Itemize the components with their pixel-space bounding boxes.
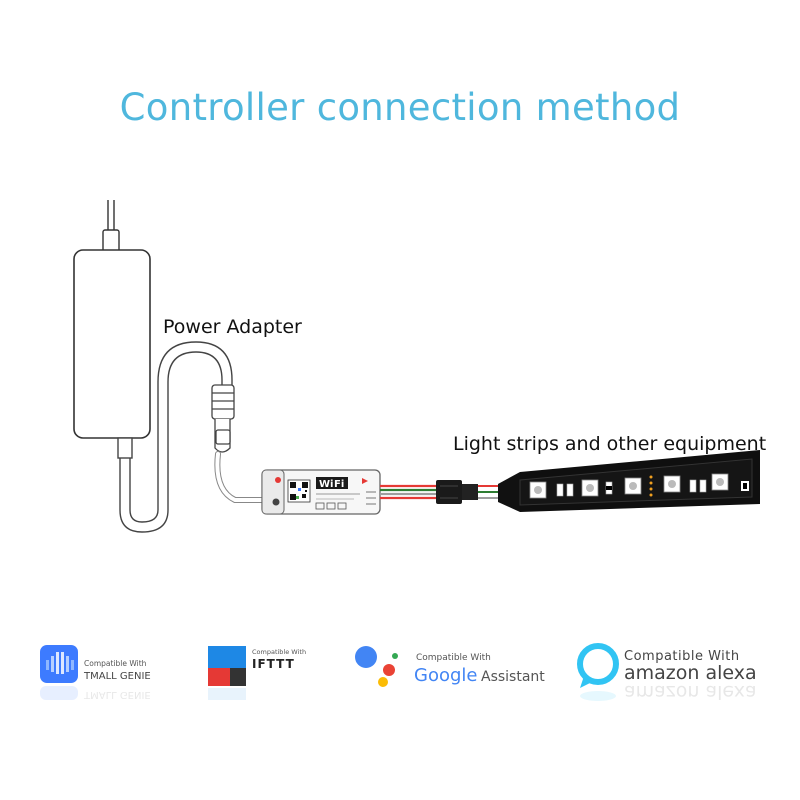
svg-text:IFTTT: IFTTT	[252, 657, 295, 671]
svg-text:Wi: Wi	[319, 479, 333, 490]
jst-connector	[436, 480, 500, 504]
dc-connector	[211, 384, 235, 453]
wifi-logo-icon	[316, 477, 348, 489]
light-strips-label: Light strips and other equipment	[453, 433, 767, 455]
output-wires	[380, 484, 438, 500]
qr-code-icon	[287, 479, 311, 503]
svg-text:TMALL GENIE: TMALL GENIE	[83, 689, 151, 700]
controller-button-icon	[272, 498, 280, 506]
google-assistant-icon	[355, 646, 398, 687]
svg-text:Compatible With: Compatible With	[624, 649, 740, 664]
svg-text:Fi: Fi	[334, 479, 344, 490]
adapter-output-cable	[117, 341, 233, 533]
power-adapter-label: Power Adapter	[163, 316, 302, 338]
svg-text:TMALL GENIE: TMALL GENIE	[83, 671, 151, 682]
amazon-alexa-badge: Compatible With amazon alexa amazon alex…	[577, 643, 757, 703]
wifi-controller: Wi Fi	[261, 469, 381, 515]
ifttt-badge: Compatible With IFTTT	[208, 646, 306, 700]
google-assistant-badge: Compatible With Google Assistant	[355, 646, 545, 687]
ifttt-icon	[208, 646, 246, 686]
svg-text:Compatible With: Compatible With	[252, 648, 306, 656]
svg-text:amazon alexa: amazon alexa	[624, 662, 757, 684]
svg-text:Compatible With: Compatible With	[84, 659, 147, 668]
led-strip	[498, 450, 760, 512]
status-led-icon	[275, 477, 281, 483]
tmall-genie-badge: Compatible With TMALL GENIE TMALL GENIE	[40, 645, 151, 700]
power-adapter-body	[73, 249, 151, 439]
adapter-input-cord	[102, 200, 120, 253]
svg-text:Google: Google	[414, 665, 477, 686]
svg-text:Assistant: Assistant	[481, 669, 545, 685]
page-title: Controller connection method	[119, 86, 681, 129]
svg-text:Compatible With: Compatible With	[416, 653, 491, 663]
svg-text:amazon alexa: amazon alexa	[624, 681, 757, 703]
amazon-alexa-icon	[577, 643, 619, 688]
